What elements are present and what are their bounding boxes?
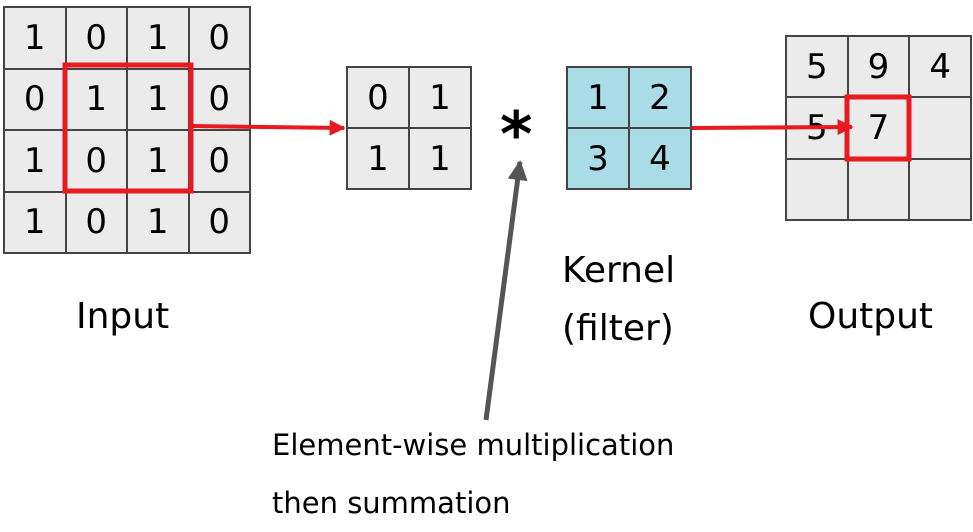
output-cell-1-0: 5 [786, 97, 848, 159]
patch-cell-0-1: 1 [409, 67, 471, 128]
input-cell-3-0: 1 [4, 191, 66, 253]
input-cell-1-2: 1 [127, 68, 189, 130]
kernel-cell-0-0: 1 [567, 67, 629, 128]
output-cell-0-2: 4 [909, 36, 971, 98]
input-cell-0-0: 1 [4, 7, 66, 69]
kernel-label: Kernel (filter) [562, 242, 675, 358]
input-cell-0-1: 0 [65, 7, 127, 69]
convolution-operator: * [500, 98, 533, 171]
input-cell-1-1: 1 [65, 68, 127, 130]
input-cell-3-3: 0 [188, 191, 250, 253]
patch-cell-1-1: 1 [409, 128, 471, 189]
input-cell-1-3: 0 [188, 68, 250, 130]
input-cell-3-2: 1 [127, 191, 189, 253]
kernel-cell-1-0: 3 [567, 128, 629, 189]
output-label: Output [808, 296, 934, 337]
input-cell-1-0: 0 [4, 68, 66, 130]
output-cell-2-0 [786, 158, 848, 220]
output-cell-1-1: 7 [847, 97, 910, 159]
patch-matrix: 0 1 1 1 [346, 66, 472, 190]
input-cell-0-3: 0 [188, 7, 250, 69]
input-cell-2-3: 0 [188, 130, 250, 192]
kernel-label-line1: Kernel [562, 250, 676, 291]
kernel-label-line2: (filter) [562, 308, 674, 349]
input-cell-2-0: 1 [4, 130, 66, 192]
output-matrix: 5 9 4 5 7 [785, 35, 972, 221]
input-matrix: 1 0 1 0 0 1 1 0 1 0 1 0 1 0 1 0 [3, 6, 251, 254]
output-cell-2-2 [909, 158, 971, 220]
kernel-matrix: 1 2 3 4 [566, 66, 692, 190]
output-cell-0-1: 9 [847, 36, 910, 98]
output-cell-1-2 [909, 97, 971, 159]
input-cell-3-1: 0 [65, 191, 127, 253]
caption-line2: then summation [272, 486, 511, 520]
input-cell-2-2: 1 [127, 130, 189, 192]
output-cell-2-1 [847, 158, 910, 220]
patch-cell-0-0: 0 [347, 67, 409, 128]
output-cell-0-0: 5 [786, 36, 848, 98]
caption-pointer-arrow [483, 160, 528, 421]
patch-cell-1-0: 1 [347, 128, 409, 189]
operation-caption: Element-wise multiplication then summati… [272, 416, 674, 532]
input-label: Input [76, 296, 170, 337]
input-cell-0-2: 1 [127, 7, 189, 69]
kernel-cell-0-1: 2 [629, 67, 691, 128]
input-cell-2-1: 0 [65, 130, 127, 192]
kernel-cell-1-1: 4 [629, 128, 691, 189]
caption-line1: Element-wise multiplication [272, 428, 675, 462]
